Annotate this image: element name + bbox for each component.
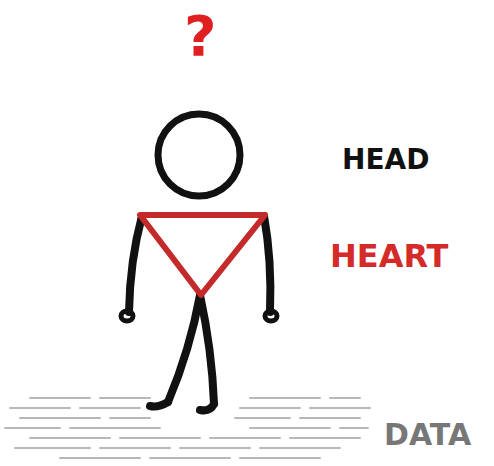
ground-lines xyxy=(5,398,370,458)
hands xyxy=(121,311,277,321)
body-lines xyxy=(129,216,270,410)
heart-triangle xyxy=(140,215,265,295)
head-label: HEAD xyxy=(342,146,429,174)
head-circle xyxy=(158,114,240,196)
heart-label: HEART xyxy=(330,240,448,272)
question-mark: ? xyxy=(184,8,216,64)
data-label: DATA xyxy=(384,420,471,450)
